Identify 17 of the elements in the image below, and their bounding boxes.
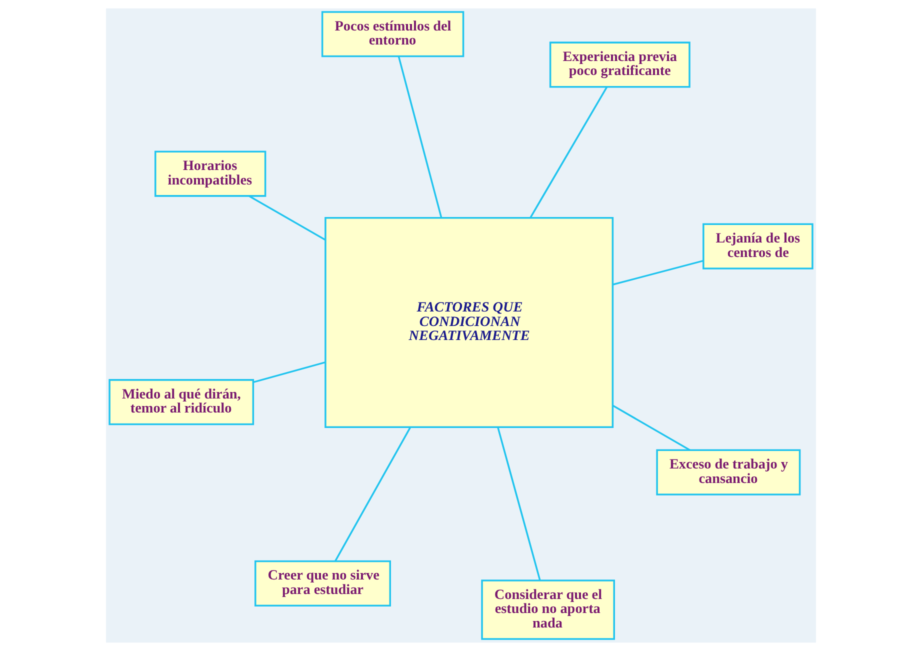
node-box: Creer que no sirve para estudiar: [254, 560, 390, 606]
connector: [252, 361, 325, 384]
connector: [397, 56, 442, 218]
connector: [612, 404, 690, 451]
node-box: Considerar que el estudio no aporta nada: [480, 580, 614, 640]
node-box: Pocos estímulos del entorno: [320, 11, 464, 58]
node-box: Miedo al qué dirán, temor al ridículo: [108, 379, 254, 426]
node-box: Exceso de trabajo y cansancio: [656, 449, 800, 496]
node-box: FACTORES QUE CONDICIONAN NEGATIVAMENTE: [324, 217, 614, 428]
connector: [496, 427, 540, 581]
node-box: Horarios incompatibles: [154, 150, 266, 197]
connector: [334, 426, 411, 562]
node-box: Lejanía de los centros de: [702, 223, 813, 270]
connector: [248, 195, 326, 241]
connector: [612, 260, 703, 286]
connector: [529, 86, 608, 218]
node-box: Experiencia previa poco gratificante: [548, 42, 690, 88]
